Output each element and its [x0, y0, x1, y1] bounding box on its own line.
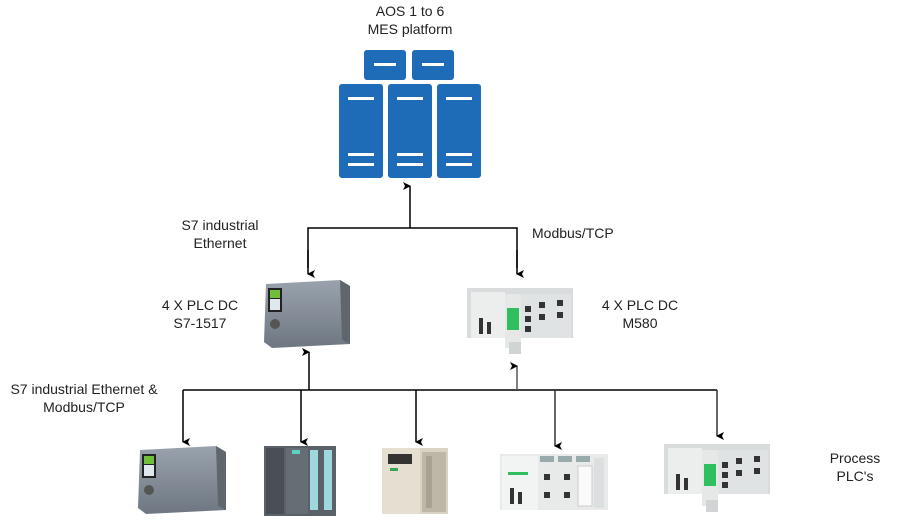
siemens-s7-1500-plc-icon — [264, 280, 350, 348]
process-plc-schneider-m340 — [500, 454, 608, 510]
process-plc-schneider-premium — [382, 448, 448, 514]
top-bus — [307, 227, 518, 268]
plc-dc-s7-label: 4 X PLC DC S7-1517 — [161, 297, 239, 331]
s7-ethernet-label: S7 industrial Ethernet — [181, 217, 259, 251]
schneider-m580-plc-icon — [467, 288, 573, 354]
modbus-label: Modbus/TCP — [532, 225, 614, 241]
server-title: AOS 1 to 6 MES platform — [367, 3, 453, 37]
server-rack-icon — [339, 50, 481, 178]
plc-dc-m580-label: 4 X PLC DC M580 — [601, 297, 679, 331]
process-plc-siemens-s7-300 — [264, 446, 336, 516]
process-plcs-label: Process PLC's — [829, 450, 881, 484]
process-plc-siemens-s7-1500 — [138, 446, 226, 514]
process-plc-schneider-m580 — [664, 444, 770, 512]
bottom-network-label: S7 industrial Ethernet & Modbus/TCP — [10, 381, 158, 415]
